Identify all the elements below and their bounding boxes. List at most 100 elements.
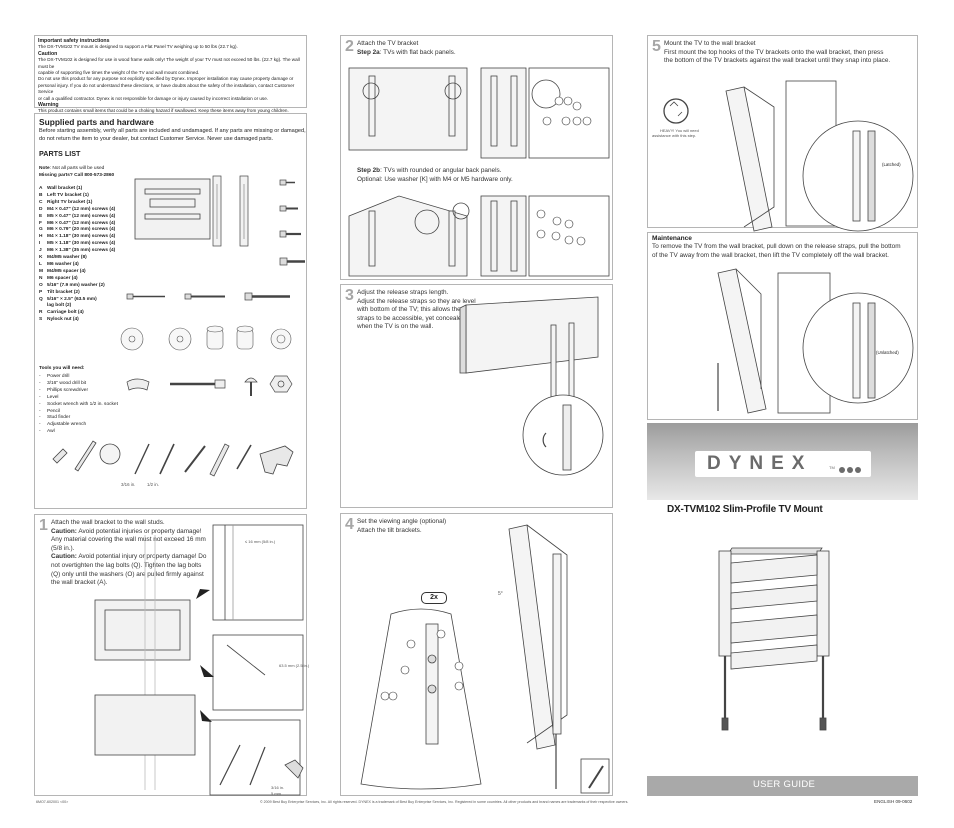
- tool-item: -Stud finder: [39, 415, 118, 422]
- step1-line: Attach the wall bracket to the wall stud…: [51, 519, 165, 526]
- tool-text: Level: [47, 394, 59, 400]
- step1-line: not overtighten the lag bolts (Q). Tight…: [51, 561, 202, 569]
- step2-illustration: [348, 67, 610, 277]
- part-letter: R: [39, 310, 43, 316]
- step-number: 3: [345, 287, 354, 304]
- step3-text: Adjust the release straps length. Adjust…: [357, 289, 476, 332]
- part-letter: N: [39, 275, 43, 281]
- tool-item: -3/16" wood drill bit: [39, 381, 118, 388]
- bullet-dash: -: [39, 422, 41, 428]
- step5-panel: 5 Mount the TV to the wall bracket First…: [647, 35, 918, 232]
- part-letter: K: [39, 255, 43, 261]
- step3-panel: 3 Adjust the release straps length. Adju…: [340, 284, 613, 508]
- part-letter: A: [39, 186, 43, 191]
- step4-line: Attach the tilt brackets.: [357, 526, 422, 534]
- drill-size-label: 3/16 in.: [271, 785, 285, 790]
- step1-text: Attach the wall bracket to the wall stud…: [51, 519, 206, 588]
- part-text: M6 spacer (4): [47, 275, 78, 281]
- part-letter: D: [39, 206, 43, 212]
- part-text: 5/16" × 2.5" (63.5 mm): [47, 296, 97, 302]
- part-item: N M6 spacer (4): [39, 276, 115, 283]
- step2-panel: 2 Attach the TV bracket Step 2a: TVs wit…: [340, 35, 613, 280]
- step5-line: First mount the top hooks of the TV brac…: [664, 48, 884, 56]
- caution-label: Caution:: [51, 553, 77, 561]
- supplied-text: do not return the item to your dealer, b…: [39, 136, 274, 142]
- part-text: M6 × 1.38" (35 mm) screws (4): [47, 248, 116, 254]
- parts-note: Note: Not all parts will be used Missing…: [39, 166, 114, 179]
- bullet-dash: -: [39, 387, 41, 393]
- bullet-dash: -: [39, 415, 41, 421]
- caution-text: Avoid potential injuries or property dam…: [76, 527, 202, 535]
- part-letter: I: [39, 241, 41, 247]
- part-text: M4 × 0.47" (12 mm) screws (4): [47, 206, 116, 212]
- part-letter: M: [39, 268, 43, 274]
- step1-line: Any material covering the wall must not …: [51, 536, 206, 544]
- bullet-dash: -: [39, 429, 41, 435]
- tool-text: Phillips screwdriver: [47, 387, 89, 393]
- caution-line: personal injury. If you do not understan…: [38, 82, 295, 95]
- step-number: 5: [652, 38, 661, 55]
- maintenance-line: To remove the TV from the wall bracket, …: [652, 243, 901, 250]
- step1-caution-2: Caution: Avoid potential injury or prope…: [51, 553, 206, 562]
- screws-illustration: [126, 179, 305, 301]
- step3-line: straps to be accessible, yet concealed,: [357, 314, 467, 322]
- step1-line: (Q) only until the washers (O) are pulle…: [51, 570, 204, 578]
- bullet-dash: -: [39, 374, 41, 379]
- drill-size-label: 1/2 in.: [147, 482, 159, 487]
- tool-text: Awl: [47, 429, 55, 435]
- part-text: M5 × 1.18" (30 mm) screws (4): [47, 241, 116, 247]
- caution-line: capable of supporting five times the wei…: [38, 70, 200, 76]
- tv-bracket-illustration: [212, 175, 249, 247]
- tool-text: Socket wrench with 1/2 in. socket: [47, 401, 118, 407]
- part-text: M6 × 0.47" (12 mm) screws (4): [47, 220, 116, 226]
- step3-line: Adjust the release straps so they are le…: [357, 297, 476, 305]
- step1-line: the wall bracket (A).: [51, 579, 108, 587]
- note-text: : Not all parts will be used: [49, 166, 105, 171]
- product-title: DX-TVM102 Slim-Profile TV Mount: [667, 504, 823, 515]
- part-item: I M5 × 1.18" (30 mm) screws (4): [39, 241, 115, 248]
- part-text: Tilt bracket (2): [47, 289, 80, 295]
- maintenance-illustration: [717, 268, 914, 414]
- supplied-text: Before starting assembly, verify all par…: [39, 128, 306, 134]
- angle-label: 5°: [498, 591, 503, 597]
- bullet-dash: -: [39, 401, 41, 407]
- tool-text: Adjustable wrench: [47, 422, 87, 428]
- part-letter: G: [39, 227, 43, 233]
- maintenance-text: To remove the TV from the wall bracket, …: [652, 243, 901, 260]
- part-text: M4/M5 spacer (4): [47, 268, 86, 274]
- missing-parts: Missing parts? Call 800-573-2860: [39, 172, 115, 178]
- wall-bracket-illustration: [134, 178, 211, 240]
- step3-line: when the TV is on the wall.: [357, 323, 434, 331]
- step2a-line: Step 2a: TVs with flat back panels.: [357, 49, 456, 58]
- tool-item: -Socket wrench with 1/2 in. socket: [39, 402, 118, 409]
- part-letter: Q: [39, 296, 43, 302]
- step1-illustration: [94, 524, 304, 796]
- drill-size-label: 3/16 in.: [121, 482, 136, 487]
- step2b-line: Optional: Use washer [K] with M4 or M5 h…: [357, 175, 513, 183]
- caution-label: Caution:: [51, 527, 77, 535]
- footer-code: 6MO7-602001 <00>: [36, 800, 69, 804]
- tools-illustration: [52, 440, 294, 477]
- tool-text: 3/16" wood drill bit: [47, 380, 87, 386]
- part-letter: C: [39, 199, 43, 205]
- tool-text: Stud finder: [47, 415, 71, 421]
- part-letter: E: [39, 213, 43, 219]
- brand-logo: DYNEX TM: [695, 451, 871, 477]
- trademark: TM: [829, 465, 835, 470]
- parts-illustrations: [52, 175, 305, 477]
- part-letter: H: [39, 234, 43, 240]
- user-guide-label: USER GUIDE: [753, 779, 816, 790]
- caution-line: The DX-TVM102 is designed for use in woo…: [38, 57, 300, 69]
- caution-line: Do not use this product for any purpose …: [38, 76, 294, 82]
- step2b-line: Step 2b: TVs with rounded or angular bac…: [357, 167, 513, 176]
- part-text: Nylock nut (4): [47, 317, 79, 323]
